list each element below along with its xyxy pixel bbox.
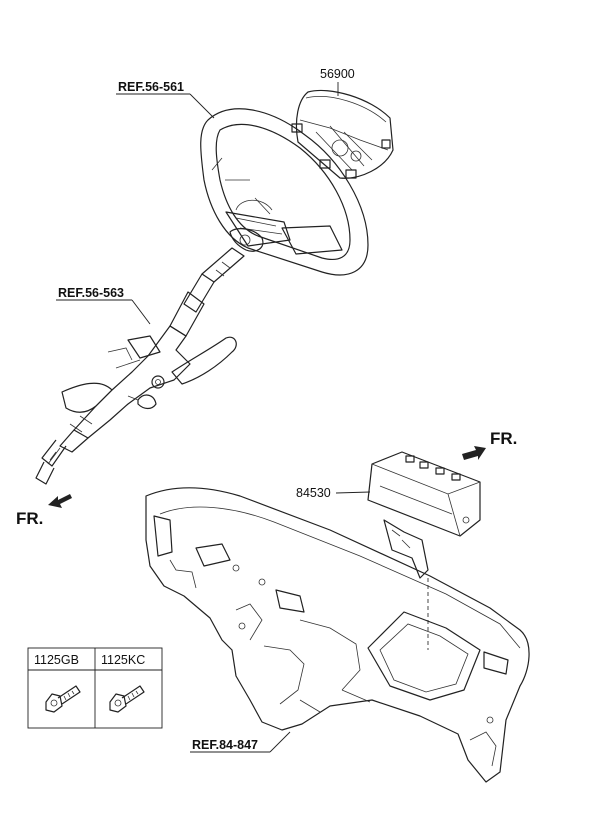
fastener-header-1125kc: 1125KC — [101, 653, 145, 667]
bolt-1125gb-icon — [45, 685, 81, 713]
front-direction-arrow-right — [462, 446, 486, 460]
steering-column-leader — [131, 299, 151, 325]
driver-airbag-module[interactable] — [291, 89, 394, 179]
front-direction-label-left: FR. — [16, 509, 43, 528]
front-direction-arrow-left — [48, 494, 72, 508]
crash-pad-leader — [269, 731, 291, 753]
front-direction-label-right: FR. — [490, 429, 517, 448]
steering-wheel[interactable] — [200, 108, 369, 276]
passenger-airbag-label: 84530 — [296, 486, 331, 500]
steering-wheel-leader — [189, 93, 215, 119]
fastener-header-1125gb: 1125GB — [34, 653, 79, 667]
bolt-1125kc-icon — [109, 685, 145, 713]
steering-column-ref[interactable]: REF.56-563 — [58, 286, 124, 300]
passenger-airbag-leader — [335, 491, 371, 494]
fastener-table — [27, 647, 163, 729]
passenger-airbag-module[interactable] — [367, 451, 481, 579]
crash-pad-ref[interactable]: REF.84-847 — [192, 738, 258, 752]
steering-column[interactable] — [35, 247, 245, 485]
airbag-module-label: 56900 — [320, 67, 355, 81]
steering-wheel-ref[interactable]: REF.56-561 — [118, 80, 184, 94]
crash-pad[interactable] — [145, 487, 530, 783]
